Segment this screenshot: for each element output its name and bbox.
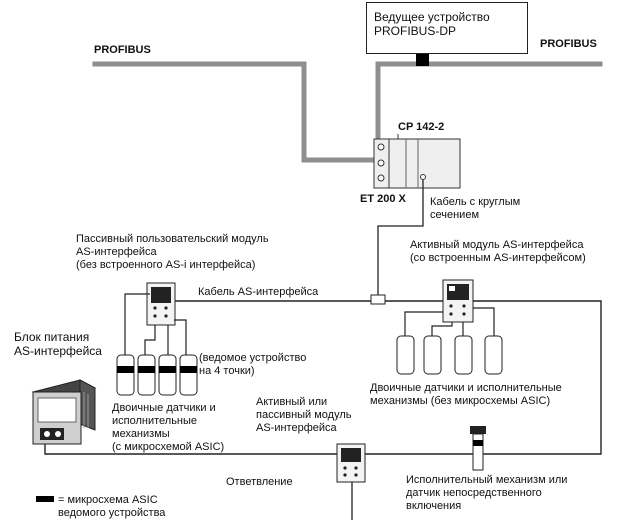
power-supply-unit (31, 379, 97, 445)
active-module-label: Активный модуль AS-интерфейса (со встрое… (410, 239, 586, 264)
profibus-left-label: PROFIBUS (94, 44, 151, 56)
profibus-connector (416, 54, 429, 66)
master-label: Ведущее устройство PROFIBUS-DP (374, 10, 490, 38)
power-supply-label: Блок питания AS-интерфейса (14, 330, 102, 358)
branch-module (336, 443, 366, 483)
cp-label: CP 142-2 (398, 121, 445, 133)
sensor-plain-3 (454, 335, 473, 375)
sensor-plain-1 (396, 335, 415, 375)
sensor-asic-1 (116, 354, 135, 396)
sensors-with-asic (116, 354, 198, 396)
passive-module (146, 282, 176, 326)
sensor-asic-2 (137, 354, 156, 396)
active-module-wires (404, 307, 495, 336)
et200-label: ET 200 X (360, 193, 406, 205)
round-cable (377, 180, 424, 295)
cable-junction (370, 294, 386, 305)
active-module (442, 279, 474, 323)
binary-no-asic-label: Двоичные датчики и исполнительные механи… (370, 382, 562, 407)
sensor-plain-2 (423, 335, 442, 375)
binary-asic-label: Двоичные датчики и исполнительные механи… (112, 402, 225, 453)
profibus-right-line (375, 61, 603, 143)
sensor-asic-3 (158, 354, 177, 396)
sensor-plain-4 (484, 335, 503, 375)
legend-label: = микросхема ASIC ведомого устройства (58, 494, 166, 519)
passive-module-label: Пассивный пользовательский модуль AS-инт… (76, 233, 269, 271)
direct-actuator (470, 426, 486, 471)
slave-4pt-label: (ведомое устройство на 4 точки) (199, 352, 307, 377)
sensor-asic-4 (179, 354, 198, 396)
profibus-bus (92, 51, 603, 163)
asi-cable-label: Кабель AS-интерфейса (198, 286, 319, 298)
legend-asic-marker (36, 496, 54, 502)
sensors-without-asic (396, 335, 503, 375)
profibus-right-label: PROFIBUS (540, 38, 597, 50)
et200x-unit (373, 134, 461, 189)
profibus-master-box (366, 2, 528, 54)
branch-label: Ответвление (226, 476, 293, 488)
passive-module-wires (124, 293, 187, 355)
round-cable-label: Кабель с круглым сечением (430, 196, 521, 221)
profibus-left-line (92, 61, 379, 163)
direct-actuator-label: Исполнительный механизм или датчик непос… (406, 474, 568, 512)
active-or-passive-label: Активный или пассивный модуль AS-интерфе… (256, 396, 352, 434)
